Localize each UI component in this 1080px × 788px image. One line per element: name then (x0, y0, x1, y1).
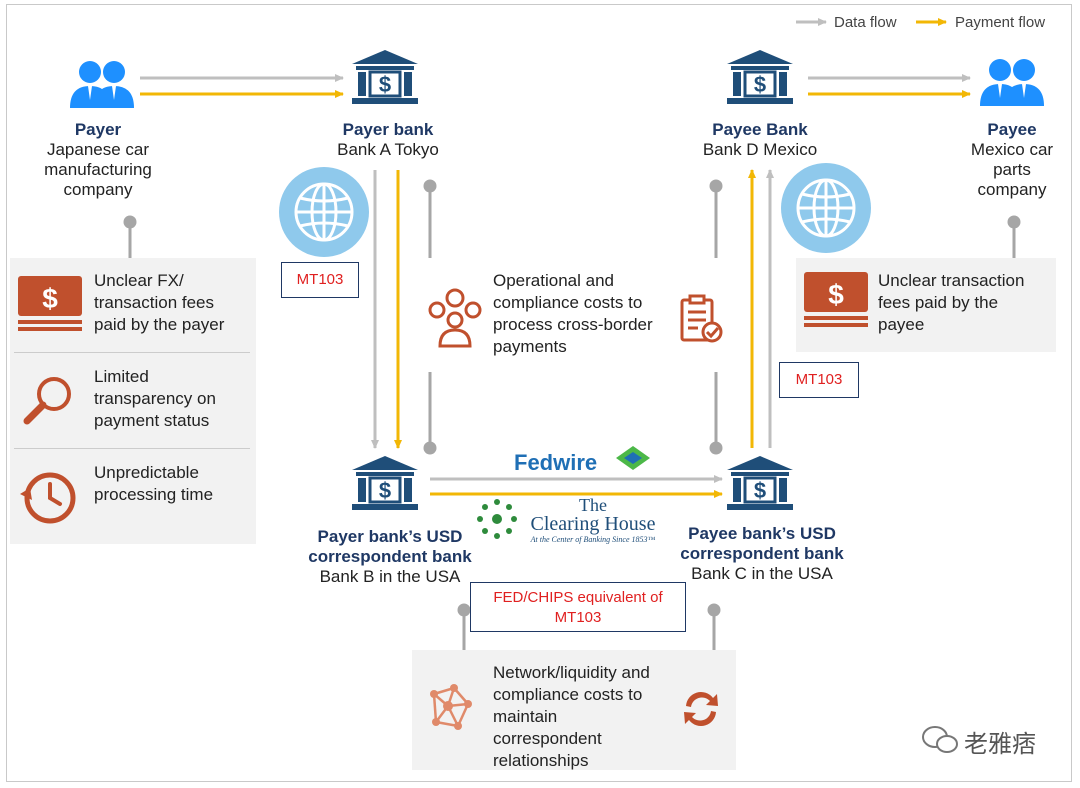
fedwire-logo-text: Fedwire (514, 450, 598, 475)
mt103-left: MT103 (281, 262, 359, 298)
payer-bank-node: Payer bank Bank A Tokyo (308, 120, 468, 160)
svg-text:$: $ (754, 72, 766, 97)
issue-payee-fees: Unclear transaction fees paid by the pay… (878, 271, 1025, 334)
mt103-right: MT103 (779, 362, 859, 398)
payer-title: Payer (74, 120, 122, 139)
svg-text:$: $ (754, 478, 766, 503)
payer-people-icon (70, 61, 134, 108)
payee-corr-sub: Bank C in the USA (691, 564, 833, 583)
payee-bank-sub: Bank D Mexico (702, 140, 818, 159)
payer-desc-2: manufacturing (44, 160, 152, 179)
payer-corr-title-2: correspondent bank (308, 547, 472, 566)
issue-processing-time: Unpredictable processing time (94, 463, 214, 504)
clearing-house-icon (477, 499, 517, 539)
legend-data-label: Data flow (834, 14, 897, 31)
svg-text:$: $ (42, 283, 58, 314)
divider (14, 448, 250, 449)
payer-desc-1: Japanese car (46, 140, 150, 159)
payee-corr-title-1: Payee bank’s USD (688, 524, 836, 543)
payer-corr-title-1: Payer bank’s USD (317, 527, 463, 546)
issue-transparency: Limited transparency on payment status (94, 367, 216, 430)
diagram-frame (6, 4, 1072, 782)
payee-desc-2: parts (993, 160, 1031, 179)
dollar-bills-icon: $ (18, 276, 82, 331)
payer-bank-icon: $ (352, 50, 418, 104)
operational-costs: Operational and compliance costs to proc… (493, 271, 653, 356)
payee-globe-icon (781, 163, 871, 253)
payer-globe-icon (279, 167, 369, 257)
payer-bank-title: Payer bank (342, 120, 434, 139)
svg-text:$: $ (379, 478, 391, 503)
refresh-icon (684, 691, 718, 727)
legend-payment-label: Payment flow (955, 14, 1046, 31)
wechat-icon (922, 726, 958, 753)
payer-corr-node: Payer bank’s USD correspondent bank Bank… (290, 527, 490, 587)
payer-corr-bank-icon: $ (352, 456, 418, 510)
payee-title: Payee (987, 120, 1037, 139)
svg-text:$: $ (379, 72, 391, 97)
payee-corr-node: Payee bank’s USD correspondent bank Bank… (662, 524, 862, 584)
clearing-house-logo: The Clearing House At the Center of Bank… (530, 495, 656, 544)
magnifier-icon (23, 377, 71, 425)
gears-person-icon (428, 288, 482, 348)
dollar-bills-icon: $ (804, 272, 868, 327)
svg-text:$: $ (828, 279, 844, 310)
payee-desc-3: company (977, 180, 1047, 199)
divider (14, 352, 250, 353)
payer-desc-3: company (63, 180, 133, 199)
clock-icon (20, 472, 76, 524)
payee-people-icon (980, 59, 1044, 106)
checklist-icon (680, 294, 723, 343)
watermark-text: 老雅痞 (964, 730, 1036, 758)
payee-desc-1: Mexico car (970, 140, 1054, 159)
issue-fx-fees: Unclear FX/ transaction fees paid by the… (94, 271, 225, 334)
fedwire-diamond-icon (616, 446, 650, 470)
payer-corr-sub: Bank B in the USA (319, 567, 461, 586)
payee-bank-icon: $ (727, 50, 793, 104)
network-icon (430, 684, 472, 730)
payee-bank-node: Payee Bank Bank D Mexico (680, 120, 840, 160)
payer-bank-sub: Bank A Tokyo (337, 140, 439, 159)
payer-node: Payer Japanese car manufacturing company (20, 120, 176, 200)
payee-corr-title-2: correspondent bank (680, 544, 844, 563)
network-costs: Network/liquidity and compliance costs t… (493, 663, 650, 770)
payee-corr-bank-icon: $ (727, 456, 793, 510)
payee-bank-title: Payee Bank (712, 120, 808, 139)
fed-chips-box: FED/CHIPS equivalent of MT103 (470, 582, 686, 632)
payee-node: Payee Mexico car parts company (950, 120, 1074, 200)
